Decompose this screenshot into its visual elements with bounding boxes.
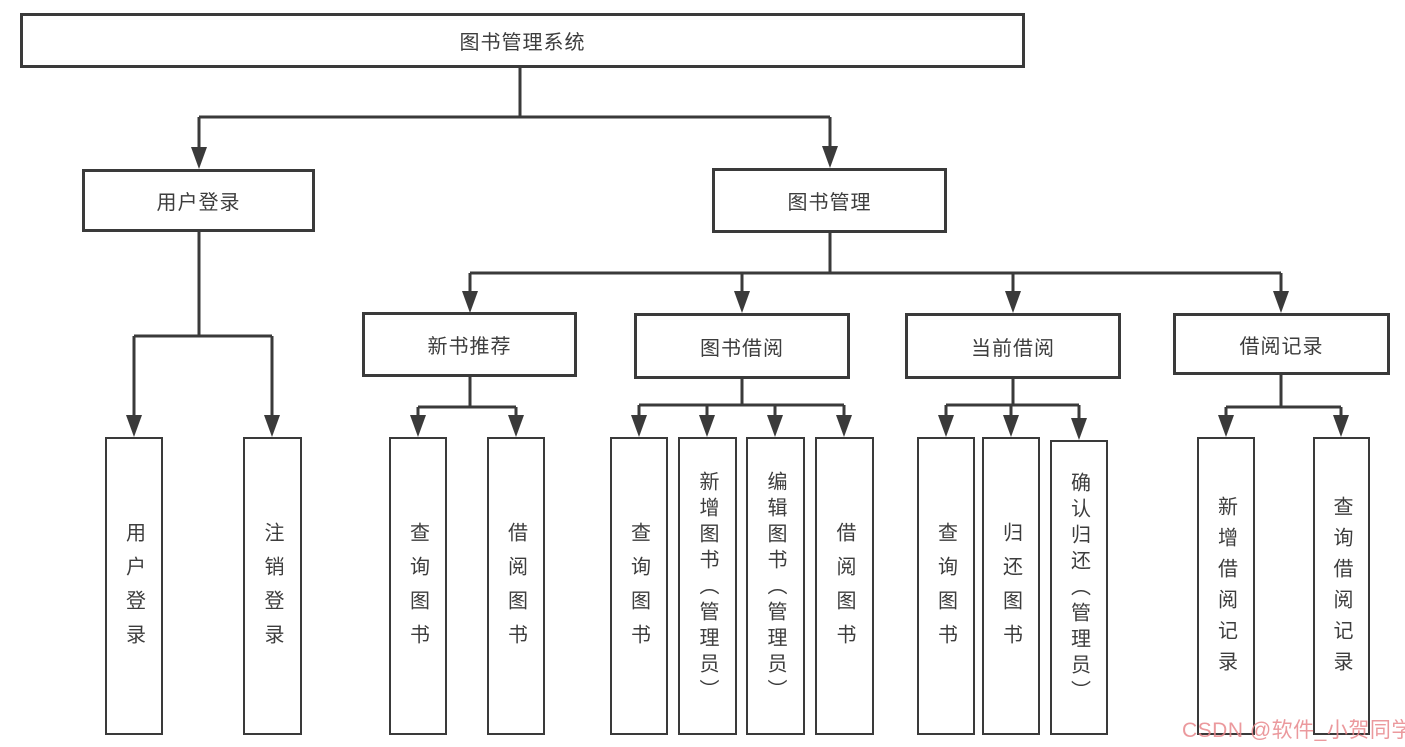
leaf-current-query-label: 查询图书: [934, 521, 957, 658]
leaf-borrow-book: 借阅图书: [815, 437, 874, 735]
leaf-newbook-query: 查询图书: [389, 437, 447, 735]
leaf-current-return: 归还图书: [982, 437, 1040, 735]
leaf-logout-label: 注销登录: [261, 521, 283, 658]
leaf-record-add-label: 新增借阅记录: [1214, 495, 1237, 682]
leaf-record-add: 新增借阅记录: [1197, 437, 1255, 735]
leaf-current-confirm-admin: 确认归还（管理员）: [1050, 440, 1108, 735]
leaf-borrow-query-label: 查询图书: [627, 521, 650, 658]
leaf-user-login: 用户登录: [105, 437, 163, 735]
csdn-watermark: CSDN @软件_小贺同学: [1182, 719, 1405, 742]
node-book-management-label: 图书管理: [787, 192, 872, 214]
leaf-newbook-borrow-label: 借阅图书: [504, 521, 527, 658]
leaf-user-login-label: 用户登录: [122, 521, 145, 658]
leaf-borrow-edit-admin-label: 编辑图书（管理员）: [764, 470, 786, 705]
leaf-record-query-label: 查询借阅记录: [1330, 495, 1352, 682]
connector-book-management-trunk: [470, 233, 1281, 275]
node-current-borrow-label: 当前借阅: [971, 337, 1055, 360]
node-book-borrow: 图书借阅: [634, 313, 850, 379]
arrow-user-login: [191, 147, 207, 169]
leaf-newbook-borrow: 借阅图书: [487, 437, 545, 735]
node-user-login-label: 用户登录: [156, 192, 241, 214]
leaf-borrow-book-label: 借阅图书: [833, 521, 855, 658]
leaf-current-query: 查询图书: [917, 437, 975, 735]
leaf-current-return-label: 归还图书: [999, 521, 1022, 658]
node-root-label: 图书管理系统: [459, 32, 586, 54]
leaf-logout: 注销登录: [243, 437, 302, 735]
connector-user-login-trunk: [134, 232, 272, 338]
leaf-borrow-add-admin: 新增图书（管理员）: [678, 437, 737, 735]
leaf-borrow-edit-admin: 编辑图书（管理员）: [746, 437, 805, 735]
connector-new-book-trunk: [418, 377, 516, 409]
node-new-book-recommend-label: 新书推荐: [427, 336, 512, 358]
leaf-record-query: 查询借阅记录: [1313, 437, 1370, 735]
node-root: 图书管理系统: [20, 13, 1025, 68]
node-new-book-recommend: 新书推荐: [362, 312, 577, 377]
node-user-login: 用户登录: [82, 169, 315, 232]
leaf-current-confirm-admin-label: 确认归还（管理员）: [1067, 472, 1090, 706]
connector-book-borrow-trunk: [639, 379, 844, 407]
leaf-borrow-query: 查询图书: [610, 437, 668, 735]
node-borrow-record: 借阅记录: [1173, 313, 1390, 375]
leaf-newbook-query-label: 查询图书: [406, 521, 429, 658]
node-borrow-record-label: 借阅记录: [1239, 335, 1324, 358]
arrow-book-management: [822, 146, 838, 168]
node-book-management: 图书管理: [712, 168, 947, 233]
node-current-borrow: 当前借阅: [905, 313, 1121, 379]
connector-root-trunk: [199, 68, 830, 119]
connector-current-borrow-trunk: [946, 379, 1079, 407]
node-book-borrow-label: 图书借阅: [700, 337, 784, 360]
leaf-borrow-add-admin-label: 新增图书（管理员）: [696, 470, 718, 705]
connector-borrow-record-trunk: [1226, 375, 1341, 409]
